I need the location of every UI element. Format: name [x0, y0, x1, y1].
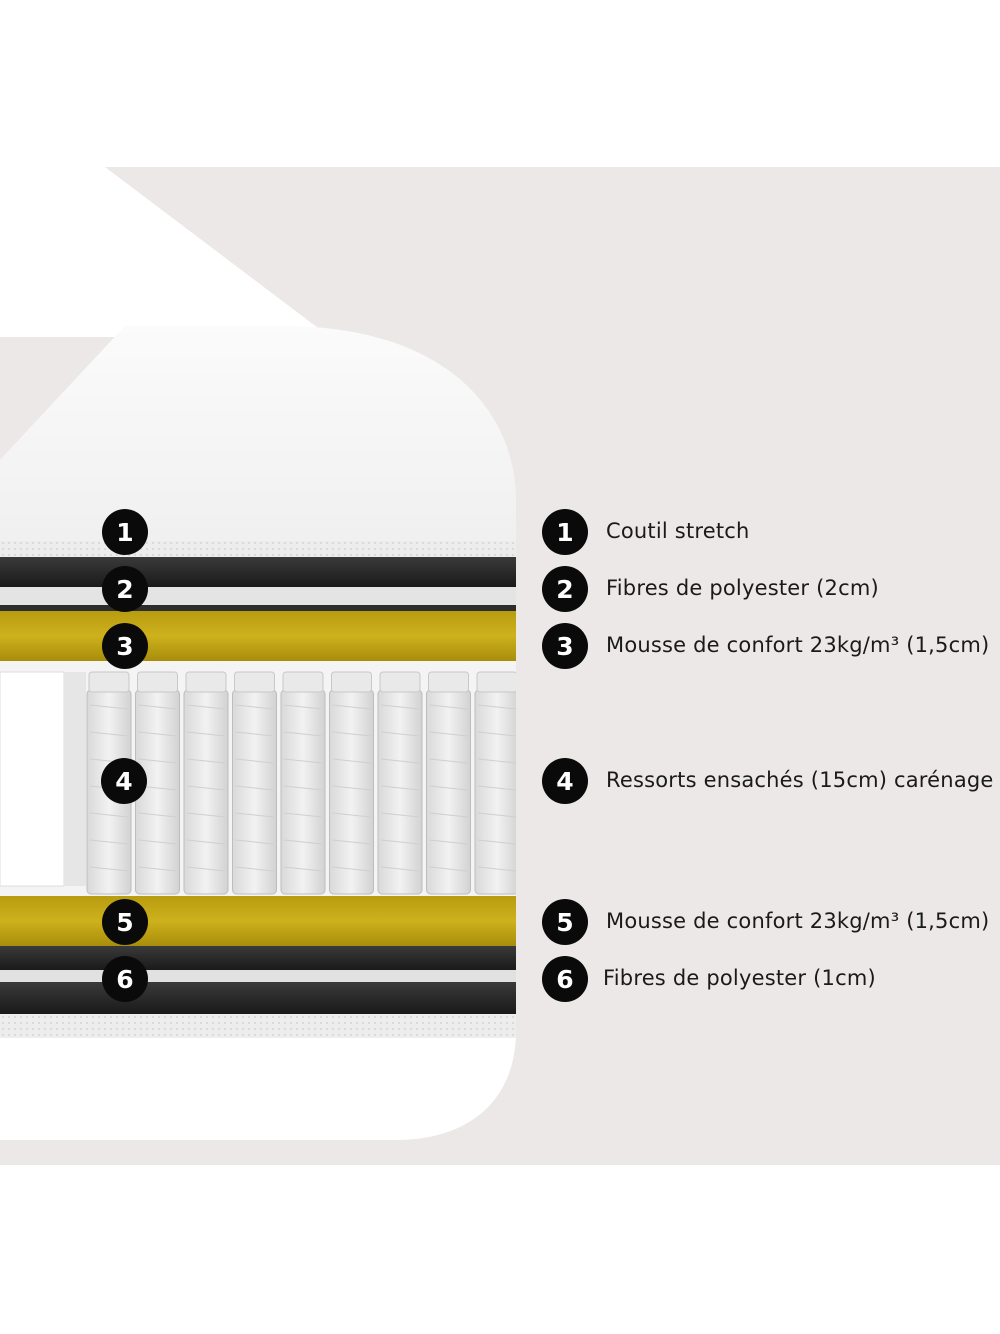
legend-label-6: Fibres de polyester (1cm): [603, 966, 876, 990]
legend-badge-6: 6: [542, 956, 588, 1002]
legend-badge-4: 4: [542, 758, 588, 804]
background-corner-cutout: [0, 167, 330, 337]
pocket-spring-coil: [183, 671, 229, 895]
pocket-spring-coil: [135, 671, 180, 895]
diagram-badge-1: 1: [102, 509, 148, 555]
diagram-badge-3: 3: [102, 623, 148, 669]
pocket-spring-coil: [377, 671, 423, 895]
legend-badge-2: 2: [542, 566, 588, 612]
diagram-badge-4: 4: [101, 758, 147, 804]
pocket-spring-coil: [426, 671, 471, 895]
legend-label-5: Mousse de confort 23kg/m³ (1,5cm): [606, 909, 990, 933]
pocket-spring-coil: [280, 671, 326, 895]
mattress-cross-section-diagram: [0, 326, 516, 1140]
diagram-badge-6: 6: [102, 956, 148, 1002]
pocket-spring-coil: [232, 671, 277, 895]
legend-label-2: Fibres de polyester (2cm): [606, 576, 879, 600]
legend-badge-1: 1: [542, 509, 588, 555]
pocket-spring-coil: [474, 671, 516, 895]
legend-label-4: Ressorts ensachés (15cm) carénage: [606, 768, 994, 792]
legend-label-3: Mousse de confort 23kg/m³ (1,5cm): [606, 633, 990, 657]
diagram-badge-2: 2: [102, 566, 148, 612]
legend-badge-3: 3: [542, 623, 588, 669]
diagram-badge-5: 5: [102, 899, 148, 945]
pocket-spring-coil: [329, 671, 374, 895]
legend-label-1: Coutil stretch: [606, 519, 750, 543]
legend-badge-5: 5: [542, 899, 588, 945]
